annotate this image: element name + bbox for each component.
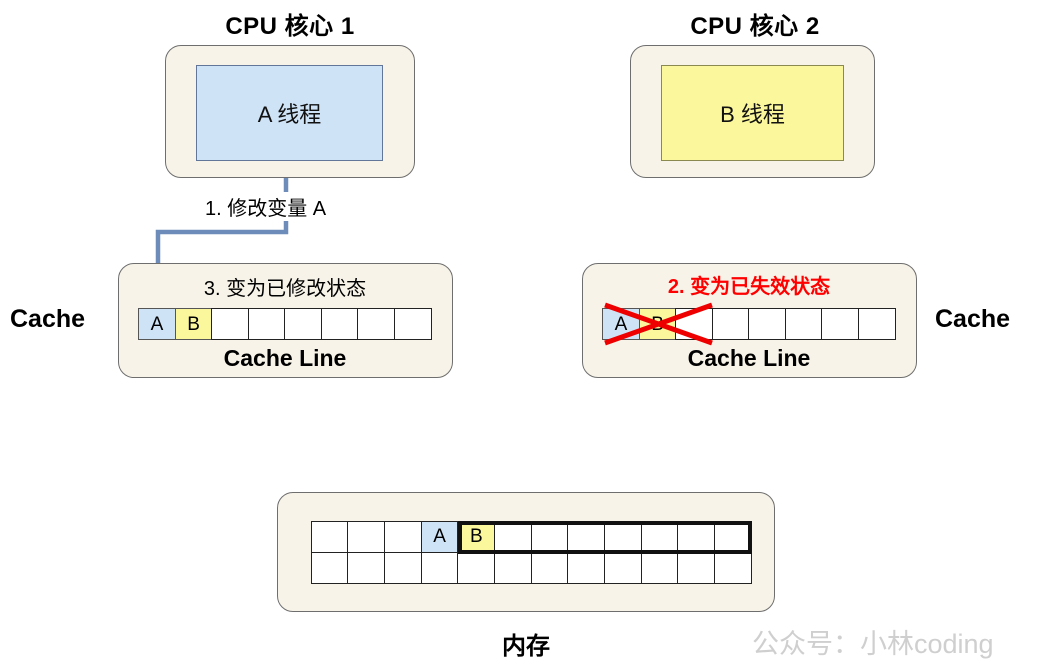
memory-cell-r0-c7 [567, 520, 606, 553]
cache-2-line-caption: Cache Line [687, 345, 811, 371]
memory-cell-r1-c0 [310, 551, 349, 584]
cache-2-cell-2 [675, 308, 714, 340]
memory-cell-r0-c1 [347, 520, 386, 553]
cache-2-cell-1: B [638, 308, 677, 340]
cache-1-cell-4 [284, 308, 323, 340]
memory-cell-r0-c6 [530, 520, 569, 553]
thread-b-box: B 线程 [661, 65, 844, 161]
cache-2-cell-5 [784, 308, 823, 340]
step-1-modify-label: 1. 修改变量 A [202, 192, 330, 221]
memory-cell-r0-c3: A [420, 520, 459, 553]
cache-1-line-caption: Cache Line [223, 345, 347, 371]
thread-a-box: A 线程 [196, 65, 383, 161]
cache-1-cell-3 [247, 308, 286, 340]
cache-label-right: Cache [935, 305, 1011, 333]
thread-a-label: A 线程 [257, 102, 322, 127]
cpu-core-1-title: CPU 核心 1 [225, 13, 355, 40]
cache-1-cell-7 [394, 308, 433, 340]
memory-cell-r1-c4 [457, 551, 496, 584]
memory-cell-r0-c9 [640, 520, 679, 553]
watermark-text: 公众号：小林coding [752, 629, 994, 659]
cache-1-cell-1: B [174, 308, 213, 340]
cpu-core-2-title: CPU 核心 2 [690, 13, 820, 40]
memory-cell-r1-c2 [383, 551, 422, 584]
memory-cell-r1-c10 [677, 551, 716, 584]
memory-cell-r1-c1 [347, 551, 386, 584]
cache-2-cell-0: A [602, 308, 640, 340]
cache-2-cell-4 [748, 308, 787, 340]
memory-cell-r1-c8 [603, 551, 642, 584]
memory-cell-r0-c10 [677, 520, 716, 553]
cache-2-state-label: 2. 变为已失效状态 [667, 276, 831, 298]
memory-cell-r1-c7 [567, 551, 606, 584]
cache-2-cell-7 [858, 308, 897, 340]
cache-1-cell-0: A [138, 308, 176, 340]
memory-cell-r1-c3 [420, 551, 459, 584]
cache-1-cell-2 [211, 308, 250, 340]
memory-cell-r0-c11 [713, 520, 752, 553]
cache-1-cell-6 [357, 308, 396, 340]
memory-caption: 内存 [502, 633, 550, 660]
cache-1-state-label: 3. 变为已修改状态 [203, 278, 367, 300]
memory-cell-r1-c9 [640, 551, 679, 584]
cache-label-left: Cache [10, 305, 86, 333]
memory-cell-r1-c6 [530, 551, 569, 584]
memory-cell-r0-c5 [493, 520, 532, 553]
memory-cell-r1-c5 [493, 551, 532, 584]
memory-cell-r0-c4: B [457, 520, 496, 553]
cache-2-cell-6 [821, 308, 860, 340]
cache-1-cell-5 [320, 308, 359, 340]
thread-b-label: B 线程 [720, 102, 785, 127]
memory-cell-r0-c0 [310, 520, 349, 553]
memory-cell-r1-c11 [713, 551, 752, 584]
memory-cell-r0-c2 [383, 520, 422, 553]
cache-2-cell-3 [711, 308, 750, 340]
memory-cell-r0-c8 [603, 520, 642, 553]
